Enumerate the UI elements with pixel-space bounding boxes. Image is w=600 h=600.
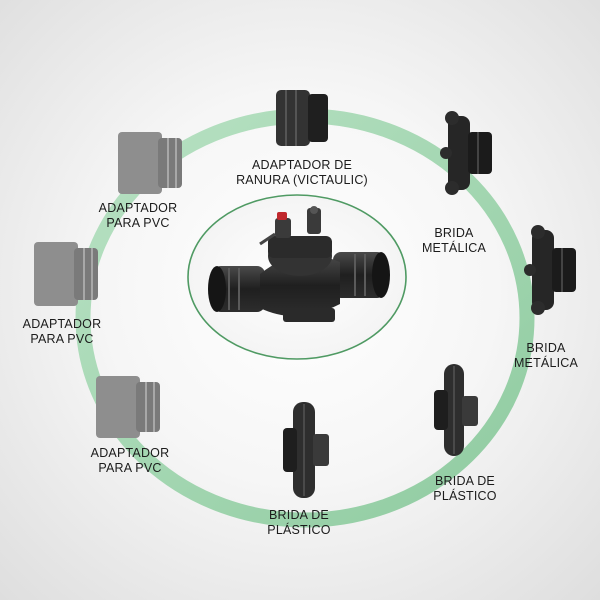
label-line: PLÁSTICO (267, 523, 331, 537)
label-line: ADAPTADOR (22, 317, 102, 331)
label-line: BRIDA (434, 226, 474, 240)
label-line: PARA PVC (98, 461, 162, 475)
pvc-adapter-icon (34, 242, 98, 306)
label-line: PARA PVC (30, 332, 94, 346)
label-line: BRIDA (526, 341, 566, 355)
label-line: ADAPTADOR (98, 201, 178, 215)
label-line: PLÁSTICO (433, 489, 497, 503)
label-line: BRIDA DE (269, 508, 329, 522)
label-line: ADAPTADOR (90, 446, 170, 460)
victaulic-adapter-icon (276, 90, 328, 146)
label-plastic-flange: BRIDA DE PLÁSTICO (254, 508, 344, 538)
valve-icon (208, 206, 390, 322)
plastic-flange-icon (283, 402, 329, 498)
label-line: ADAPTADOR DE (251, 158, 353, 172)
plastic-flange-icon (434, 364, 478, 456)
label-metal-flange: BRIDA METÁLICA (506, 341, 586, 371)
label-line: METÁLICA (421, 241, 487, 255)
label-plastic-flange: BRIDA DE PLÁSTICO (420, 474, 510, 504)
pvc-adapter-icon (118, 132, 182, 194)
label-pvc-adapter: ADAPTADOR PARA PVC (88, 201, 188, 231)
metal-flange-icon (440, 111, 492, 195)
label-metal-flange: BRIDA METÁLICA (414, 226, 494, 256)
pvc-adapter-icon (96, 376, 160, 438)
label-line: RANURA (VICTAULIC) (236, 173, 368, 187)
label-line: BRIDA DE (435, 474, 495, 488)
label-victaulic-adapter: ADAPTADOR DE RANURA (VICTAULIC) (222, 158, 382, 188)
label-line: METÁLICA (513, 356, 579, 370)
label-line: PARA PVC (106, 216, 170, 230)
label-pvc-adapter: ADAPTADOR PARA PVC (80, 446, 180, 476)
metal-flange-icon (524, 225, 576, 315)
label-pvc-adapter: ADAPTADOR PARA PVC (12, 317, 112, 347)
